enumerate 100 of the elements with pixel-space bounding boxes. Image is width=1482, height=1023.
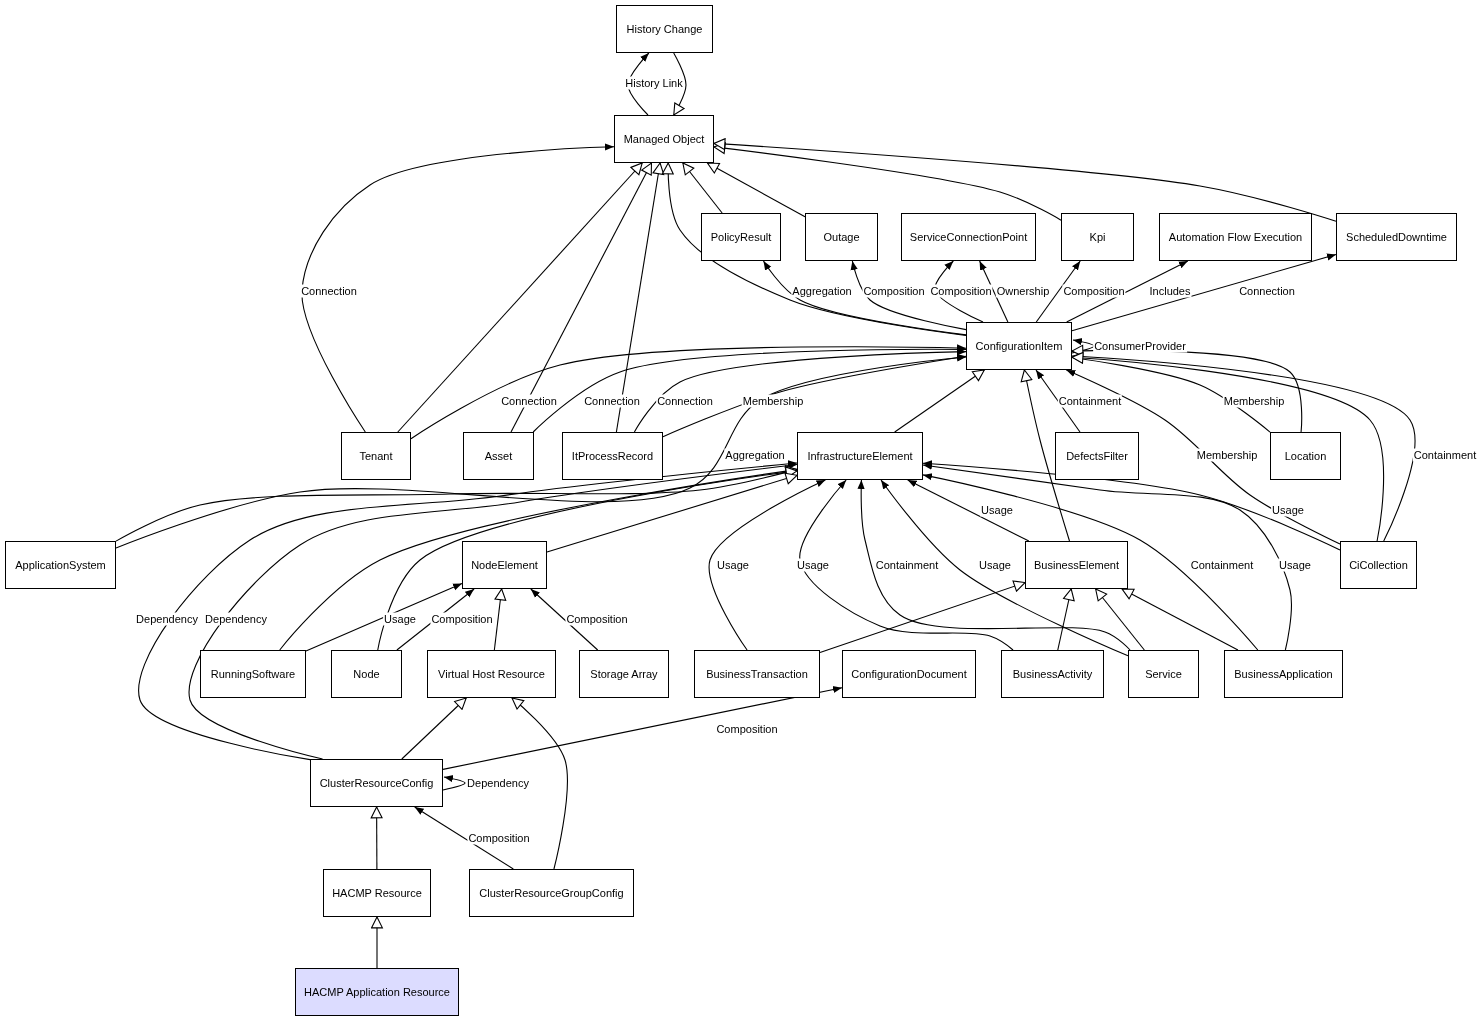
edge-label: ConsumerProvider xyxy=(1093,339,1187,353)
class-name: ServiceConnectionPoint xyxy=(909,231,1028,243)
class-box xyxy=(1055,432,1139,480)
edge-label: Dependency xyxy=(135,612,199,626)
association-arrow xyxy=(979,260,1009,323)
inheritance-arrow xyxy=(1095,588,1145,651)
inheritance-arrow xyxy=(713,142,1062,221)
class-name: BusinessActivity xyxy=(1012,668,1093,680)
class-box xyxy=(1128,650,1199,698)
class-name: InfrastructureElement xyxy=(807,450,913,462)
class-name: Managed Object xyxy=(623,133,705,145)
inheritance-arrow xyxy=(377,466,798,651)
association-arrow xyxy=(532,345,967,433)
edge-label: Usage xyxy=(1278,558,1312,572)
edge-label: Usage xyxy=(796,558,830,572)
class-name: BusinessElement xyxy=(1034,559,1119,571)
inheritance-arrow xyxy=(894,369,985,433)
class-name: Kpi xyxy=(1089,231,1106,243)
class-box xyxy=(1001,650,1104,698)
edge-label: Ownership xyxy=(995,284,1051,298)
inheritance-arrow xyxy=(546,472,798,553)
association-arrow xyxy=(1066,260,1189,323)
edge-label: Usage xyxy=(980,503,1014,517)
class-name: Virtual Host Resource xyxy=(438,668,545,680)
class-name: NodeElement xyxy=(471,559,538,571)
class-box xyxy=(701,213,781,261)
class-box xyxy=(562,432,663,480)
edge-label: Containment xyxy=(1057,394,1123,408)
edge-label: Aggregation xyxy=(724,448,786,462)
class-box xyxy=(463,432,534,480)
association-arrow xyxy=(850,260,967,331)
class-name: ConfigurationItem xyxy=(975,340,1063,352)
class-name: Service xyxy=(1145,668,1182,680)
inheritance-arrow xyxy=(682,162,723,214)
edge-label: Connection xyxy=(1238,284,1296,298)
class-name: Node xyxy=(353,668,380,680)
class-box xyxy=(295,968,459,1016)
edge-label: Containment xyxy=(1412,448,1478,462)
association-arrow xyxy=(708,479,826,651)
inheritance-arrow xyxy=(706,162,806,218)
edge-label: Connection xyxy=(656,394,714,408)
association-arrow xyxy=(1035,369,1081,433)
class-name: BusinessApplication xyxy=(1234,668,1333,680)
class-box xyxy=(694,650,820,698)
class-box xyxy=(842,650,976,698)
inheritance-arrow xyxy=(1020,369,1071,542)
edge-label: Dependency xyxy=(466,776,530,790)
class-box xyxy=(5,541,116,589)
class-box xyxy=(1336,213,1457,261)
class-name: ItProcessRecord xyxy=(571,450,654,462)
class-name: DefectsFilter xyxy=(1066,450,1128,462)
class-box xyxy=(1025,541,1128,589)
edge-label: Usage xyxy=(1271,503,1305,517)
edge-label: Includes xyxy=(1148,284,1192,298)
edge-label: Containment xyxy=(874,558,940,572)
inheritance-arrow xyxy=(401,697,467,760)
class-box xyxy=(616,5,713,53)
class-box xyxy=(579,650,669,698)
inheritance-arrow xyxy=(370,806,383,870)
class-name: History Change xyxy=(626,23,703,35)
class-box xyxy=(1159,213,1312,261)
edge-label: Containment xyxy=(1189,558,1255,572)
class-box xyxy=(310,759,443,807)
edge-label: Composition xyxy=(715,722,779,736)
class-name: CiCollection xyxy=(1349,559,1408,571)
association-arrow xyxy=(1035,260,1081,323)
class-box xyxy=(462,541,547,589)
class-box xyxy=(1340,541,1417,589)
association-arrow xyxy=(414,806,514,870)
class-name: HACMP Resource xyxy=(332,887,422,899)
edge-label: Usage xyxy=(978,558,1012,572)
class-box xyxy=(323,869,431,917)
association-arrow xyxy=(301,143,615,433)
association-arrow xyxy=(907,479,1030,542)
class-name: Storage Array xyxy=(590,668,658,680)
class-name: ClusterResourceConfig xyxy=(319,777,434,789)
class-box xyxy=(200,650,306,698)
inheritance-arrow xyxy=(713,138,1337,222)
inheritance-arrow xyxy=(819,580,1026,654)
inheritance-arrow xyxy=(673,52,687,116)
class-name: RunningSoftware xyxy=(210,668,296,680)
inheritance-arrow xyxy=(510,162,652,433)
class-name: HACMP Application Resource xyxy=(304,986,450,998)
inheritance-arrow xyxy=(397,162,643,433)
class-name: ClusterResourceGroupConfig xyxy=(479,887,624,899)
class-name: BusinessTransaction xyxy=(706,668,808,680)
inheritance-arrow xyxy=(279,465,798,651)
edge-label: Membership xyxy=(1222,394,1286,408)
association-arrow xyxy=(530,588,599,651)
edge-label: Usage xyxy=(716,558,750,572)
edge-label: Membership xyxy=(1195,448,1259,462)
class-box xyxy=(331,650,402,698)
class-box xyxy=(966,322,1072,370)
edge-label: Connection xyxy=(300,284,358,298)
class-name: Location xyxy=(1284,450,1327,462)
inheritance-arrow xyxy=(511,697,568,870)
edge-label: History Link xyxy=(624,76,684,90)
class-box xyxy=(469,869,634,917)
class-box xyxy=(427,650,556,698)
association-arrow xyxy=(1071,338,1095,354)
